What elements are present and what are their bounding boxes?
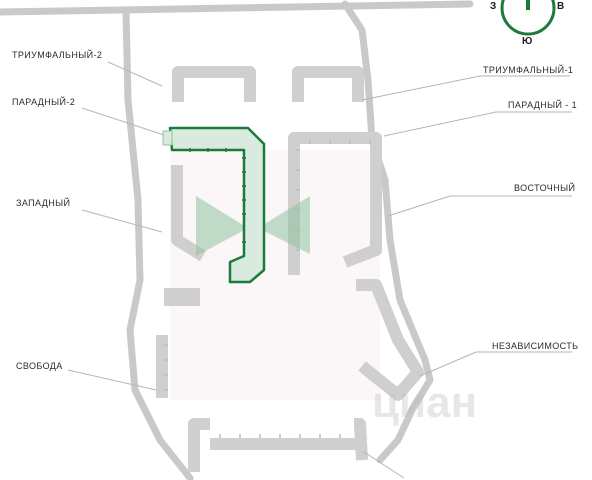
leader-svoboda <box>67 369 157 391</box>
buildings <box>156 66 424 472</box>
leader-paradny-2 <box>81 107 165 136</box>
label-zapadny: ЗАПАДНЫЙ <box>16 198 71 208</box>
label-vostochny: ВОСТОЧНЫЙ <box>514 183 576 193</box>
highlighted-entrance <box>162 130 173 146</box>
building-triumfalny-1 <box>292 66 364 102</box>
leader-triumfalny-1 <box>361 75 570 101</box>
leader-nezavisimost <box>419 351 572 377</box>
label-triumfalny-2: ТРИУМФАЛЬНЫЙ-2 <box>12 50 103 60</box>
highlighted-building-ticks <box>189 148 246 243</box>
compass-east-letter: В <box>557 1 565 12</box>
compass-circle <box>500 0 556 36</box>
view-cone-west <box>196 196 248 256</box>
building-south-block <box>188 418 368 472</box>
label-nezavisimost: НЕЗАВИСИМОСТЬ <box>492 341 579 351</box>
watermark: циан <box>372 378 478 427</box>
highlighted-building <box>168 126 266 284</box>
building-nezavisimost <box>356 279 424 401</box>
road-top <box>0 0 474 16</box>
leader-triumfalny-2 <box>107 61 163 87</box>
label-triumfalny-1: ТРИУМФАЛЬНЫЙ-1 <box>483 65 574 75</box>
road-east-outline <box>341 0 434 464</box>
leader-vostochny <box>387 195 572 217</box>
building-zapadny-left <box>171 165 207 262</box>
courtyard-area <box>170 150 380 400</box>
road-network <box>0 0 474 480</box>
leader-south <box>363 451 405 479</box>
compass-south-letter: Ю <box>522 36 533 47</box>
road-west-outline <box>122 8 194 480</box>
label-paradny-1: ПАРАДНЫЙ - 1 <box>508 100 578 110</box>
leader-paradny-1 <box>383 111 572 137</box>
label-svoboda: СВОБОДА <box>16 361 63 371</box>
leader-lines <box>67 61 572 479</box>
leader-zapadny <box>81 209 163 233</box>
compass-west-letter: З <box>490 1 497 12</box>
building-triumfalny-2 <box>172 66 256 102</box>
view-cone-east <box>258 196 310 254</box>
building-small-west <box>164 288 200 306</box>
building-vostochny <box>288 132 382 275</box>
building-ticks <box>164 140 371 438</box>
label-paradny-2: ПАРАДНЫЙ-2 <box>12 97 76 107</box>
